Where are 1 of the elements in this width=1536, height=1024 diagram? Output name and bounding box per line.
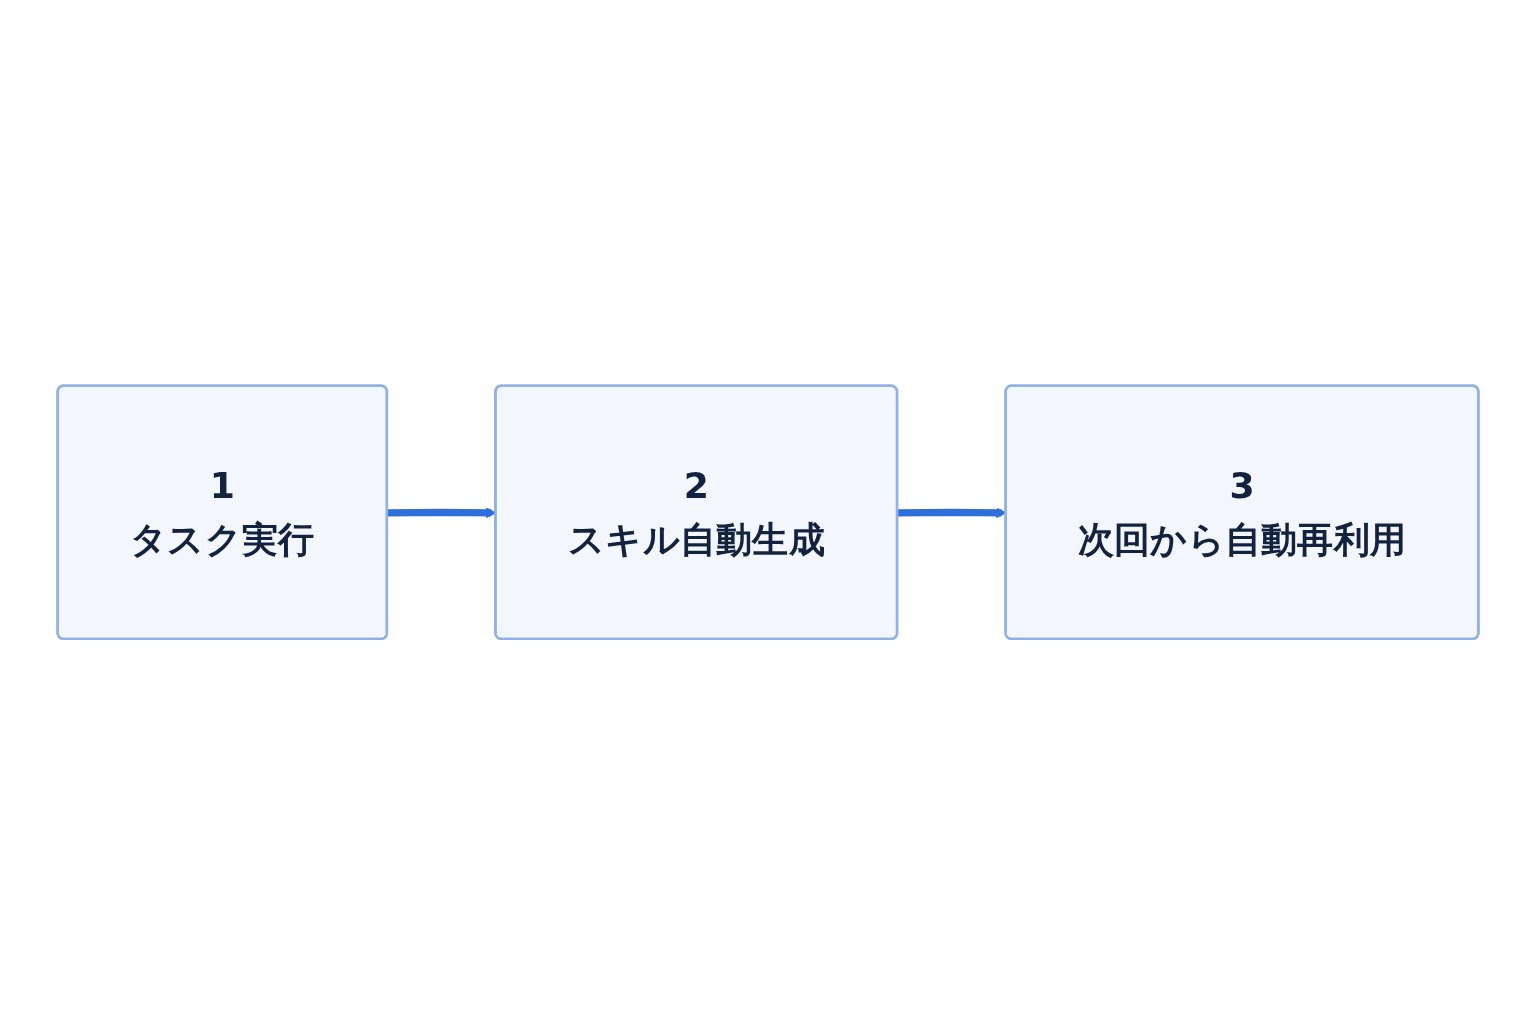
arrow bbox=[897, 507, 1007, 518]
